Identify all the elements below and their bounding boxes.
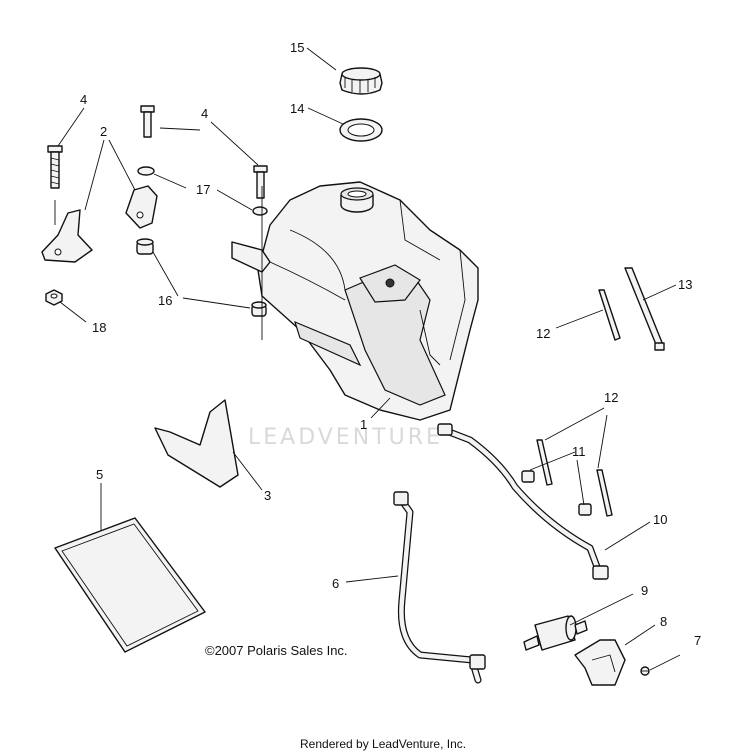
part-grommet	[136, 238, 267, 317]
part-nut	[45, 289, 63, 306]
callout-5: 5	[96, 467, 103, 482]
part-cable-tie-short	[536, 289, 621, 517]
part-hose-clamp	[521, 470, 592, 516]
leader-lines	[57, 47, 681, 671]
callout-13: 13	[678, 277, 692, 292]
watermark-text: LEADVENTURE	[248, 425, 443, 450]
part-cap-gasket	[339, 118, 383, 142]
callout-7: 7	[694, 633, 701, 648]
part-fuel-filter	[523, 615, 588, 651]
callout-12-top: 12	[536, 326, 550, 341]
part-tank-pad	[154, 399, 239, 488]
callout-18: 18	[92, 320, 106, 335]
part-bolt	[47, 105, 268, 225]
callout-9: 9	[641, 583, 648, 598]
callout-14: 14	[290, 101, 304, 116]
part-cable-tie-long	[624, 267, 665, 351]
callout-16: 16	[158, 293, 172, 308]
callout-17: 17	[196, 182, 210, 197]
callout-12-bottom: 12	[604, 390, 618, 405]
callout-3: 3	[264, 488, 271, 503]
callout-4-left: 4	[80, 92, 87, 107]
callout-11: 11	[572, 444, 586, 459]
part-heat-shield-sheet	[54, 517, 206, 653]
part-fuel-hose	[393, 491, 486, 684]
callout-1: 1	[360, 417, 367, 432]
part-washer	[137, 166, 268, 216]
part-vent-hose	[437, 423, 609, 580]
part-fuel-tank	[231, 181, 479, 421]
callout-15: 15	[290, 40, 304, 55]
callout-6: 6	[332, 576, 339, 591]
part-screw	[640, 666, 650, 676]
callout-10: 10	[653, 512, 667, 527]
part-mounting-bracket	[41, 185, 158, 263]
footer-text: Rendered by LeadVenture, Inc.	[300, 737, 466, 751]
part-fuel-cap	[339, 67, 383, 95]
part-filter-holder	[574, 639, 626, 686]
callout-labels: 15 14 4 4 2 17 16 18 1 3 5 6 7 8 9 10 11…	[80, 40, 701, 648]
callout-2: 2	[100, 124, 107, 139]
callout-4-right: 4	[201, 106, 208, 121]
copyright-text: ©2007 Polaris Sales Inc.	[205, 643, 348, 658]
callout-8: 8	[660, 614, 667, 629]
